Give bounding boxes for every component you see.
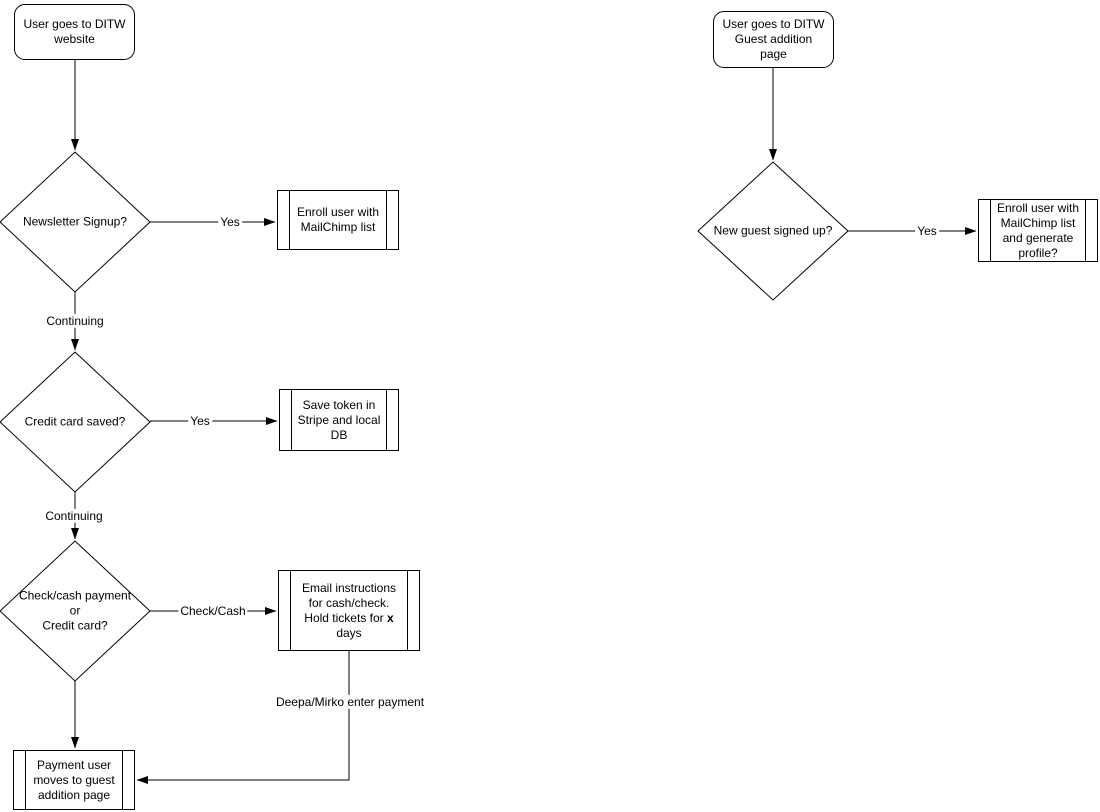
email-text-after: days — [336, 625, 362, 640]
edge-label-continuing-1: Continuing — [44, 313, 106, 329]
subprocess-payment-user-label: Payment user moves to guest addition pag… — [33, 757, 115, 802]
edge-label-continuing-2: Continuing — [43, 508, 105, 524]
subprocess-enroll-generate-profile: Enroll user with MailChimp list and gene… — [978, 199, 1098, 262]
subprocess-email-instructions-label: Email instructions for cash/check. Hold … — [295, 581, 403, 641]
decision-payment-diamond — [0, 540, 151, 682]
decision-creditcard-diamond — [0, 351, 151, 493]
subprocess-left-bar — [990, 200, 991, 261]
subprocess-right-bar — [122, 751, 123, 809]
subprocess-right-bar — [1085, 200, 1086, 261]
decision-newguest-diamond — [697, 161, 849, 301]
decision-payment-line1: Check/cash payment — [18, 588, 132, 603]
email-text-before: Email instructions for cash/check. Hold … — [301, 580, 397, 625]
subprocess-enroll-mailchimp-label: Enroll user with MailChimp list — [296, 205, 380, 234]
edge-label-newsletter-yes: Yes — [218, 214, 242, 230]
subprocess-right-bar — [386, 390, 387, 450]
decision-newguest-label: New guest signed up? — [713, 223, 833, 238]
edge-label-check-cash: Check/Cash — [178, 603, 248, 619]
decision-payment-line2: or — [69, 603, 81, 618]
subprocess-enroll-generate-label: Enroll user with MailChimp list and gene… — [996, 200, 1080, 260]
edge-label-newguest-yes: Yes — [915, 223, 939, 239]
email-text-bold-x: x — [387, 610, 394, 625]
decision-payment-line3: Credit card? — [42, 618, 108, 633]
edge-email-to-paymentuser-line — [136, 651, 350, 784]
subprocess-left-bar — [290, 571, 291, 650]
start-node-label: User goes to DITW website — [23, 17, 126, 46]
subprocess-save-token: Save token in Stripe and local DB — [279, 389, 399, 451]
subprocess-payment-user-moves: Payment user moves to guest addition pag… — [13, 750, 135, 810]
start-node-guest-addition: User goes to DITW Guest addition page — [713, 11, 834, 68]
subprocess-email-instructions: Email instructions for cash/check. Hold … — [278, 570, 420, 651]
edge-label-deepa-mirko: Deepa/Mirko enter payment — [273, 694, 427, 710]
start-node-ditw-website: User goes to DITW website — [14, 4, 135, 60]
edge-label-creditcard-yes: Yes — [188, 413, 212, 429]
decision-payment-label: Check/cash payment or Credit card? — [4, 589, 146, 634]
subprocess-save-token-label: Save token in Stripe and local DB — [297, 397, 381, 442]
subprocess-left-bar — [25, 751, 26, 809]
decision-newsletter-label: Newsletter Signup? — [22, 214, 128, 229]
subprocess-left-bar — [291, 390, 292, 450]
decision-creditcard-label: Credit card saved? — [24, 414, 126, 429]
subprocess-right-bar — [386, 191, 387, 249]
start-node-guest-label: User goes to DITW Guest addition page — [722, 17, 825, 61]
decision-newsletter-diamond — [0, 151, 151, 293]
subprocess-right-bar — [407, 571, 408, 650]
subprocess-left-bar — [289, 191, 290, 249]
subprocess-enroll-mailchimp: Enroll user with MailChimp list — [277, 190, 399, 250]
